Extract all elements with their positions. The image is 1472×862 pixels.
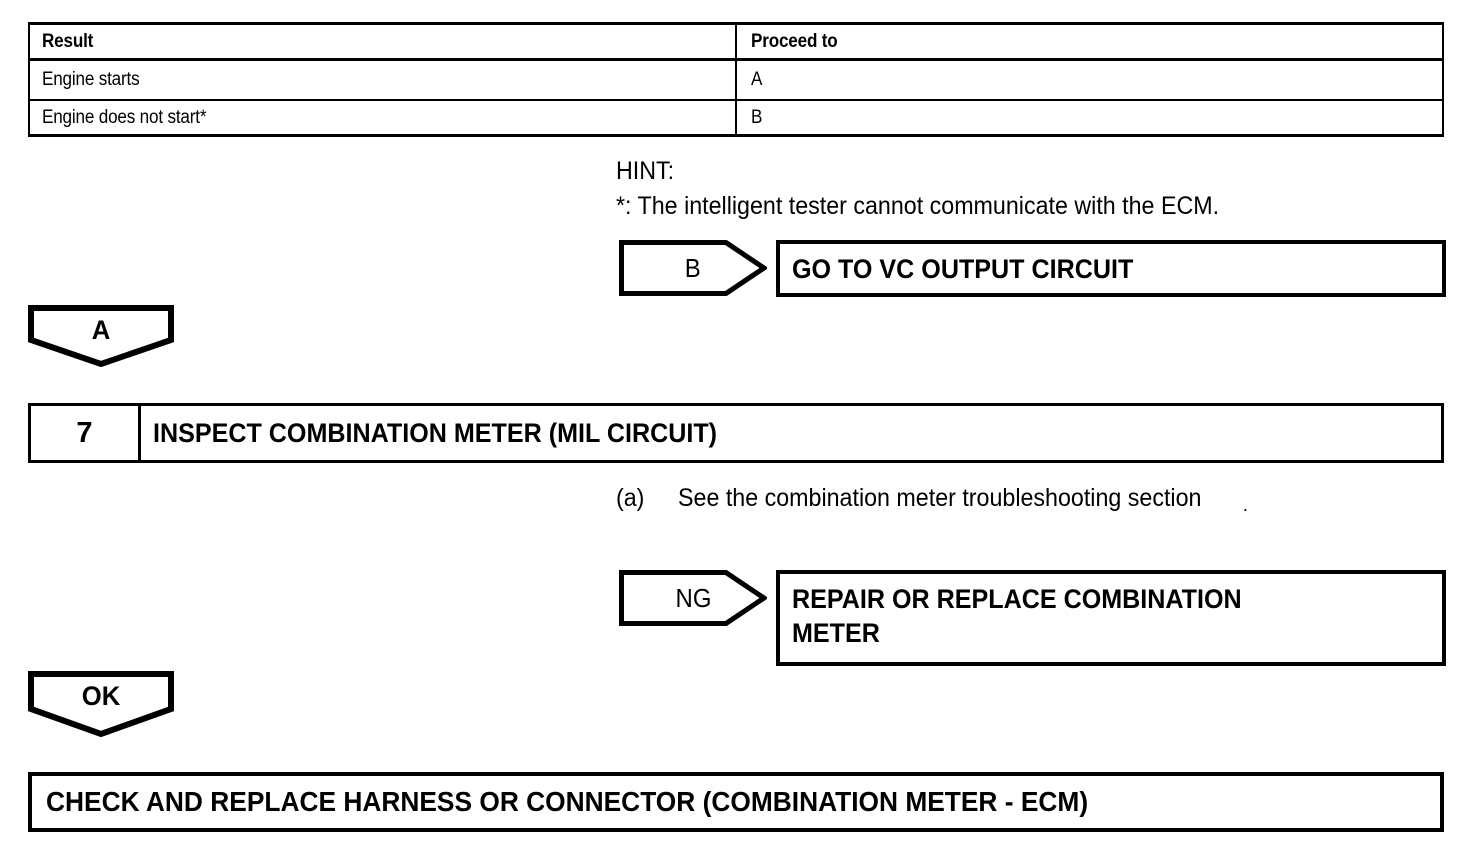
- hint-note: *: The intelligent tester cannot communi…: [616, 189, 1466, 224]
- result-table: Result Proceed to Engine starts A Engine…: [28, 22, 1444, 137]
- final-action-label: CHECK AND REPLACE HARNESS OR CONNECTOR (…: [46, 786, 1089, 817]
- table-cell-result-label: Engine does not start*: [42, 107, 207, 128]
- step-title-label: INSPECT COMBINATION METER (MIL CIRCUIT): [153, 417, 718, 448]
- table-row: Engine does not start* B: [30, 100, 1442, 136]
- hint-label: HINT:: [616, 154, 1466, 189]
- table-header-proceed-to-label: Proceed to: [750, 30, 838, 52]
- hint-note-text: *: The intelligent tester cannot communi…: [616, 192, 1220, 220]
- action-box-go-to-vc-output-circuit-label: GO TO VC OUTPUT CIRCUIT: [792, 254, 1134, 284]
- procedure-period: .: [1242, 495, 1248, 515]
- pentagon-down-icon: [28, 671, 174, 737]
- branch-connector-ok-label: OK: [81, 681, 121, 711]
- branch-tag-b: B: [619, 240, 767, 296]
- table-cell-result: Engine starts: [30, 61, 735, 99]
- branch-connector-a: A: [28, 305, 174, 367]
- table-cell-proceed-to: B: [734, 100, 1442, 136]
- procedure-line: (a) See the combination meter troubleshoo…: [616, 484, 1456, 515]
- branch-tag-ng-label: NG: [675, 582, 711, 613]
- table-cell-result: Engine does not start*: [30, 100, 735, 136]
- table-cell-result-label: Engine starts: [42, 69, 140, 90]
- action-box-repair-or-replace-combination-meter-label: REPAIR OR REPLACE COMBINATION METER: [792, 584, 1242, 648]
- table-header-row: Result Proceed to: [30, 25, 1442, 58]
- table-header-result: Result: [30, 25, 735, 58]
- branch-tag-b-label: B: [685, 252, 701, 283]
- branch-tag-ng: NG: [619, 570, 767, 626]
- arrow-right-icon: [619, 240, 767, 296]
- step-box-7: 7 INSPECT COMBINATION METER (MIL CIRCUIT…: [28, 403, 1444, 463]
- procedure-text: See the combination meter troubleshootin…: [678, 484, 1202, 512]
- branch-connector-ok: OK: [28, 671, 174, 737]
- procedure-marker: (a): [616, 484, 645, 512]
- hint-block: HINT: *: The intelligent tester cannot c…: [616, 154, 1466, 224]
- table-cell-proceed-to-label: B: [750, 107, 763, 128]
- table-cell-proceed-to-label: A: [750, 69, 763, 90]
- table-header-proceed-to: Proceed to: [734, 25, 1442, 58]
- table-cell-proceed-to: A: [734, 61, 1442, 99]
- table-row: Engine starts A: [30, 61, 1442, 99]
- step-number: 7: [31, 406, 141, 460]
- pentagon-down-icon: [28, 305, 174, 367]
- step-number-label: 7: [76, 416, 93, 449]
- table-header-result-label: Result: [42, 30, 94, 52]
- arrow-right-icon: [619, 570, 767, 626]
- final-action-box: CHECK AND REPLACE HARNESS OR CONNECTOR (…: [28, 772, 1444, 832]
- action-box-go-to-vc-output-circuit: GO TO VC OUTPUT CIRCUIT: [776, 240, 1446, 297]
- hint-label-text: HINT:: [616, 157, 675, 185]
- branch-connector-a-label: A: [91, 315, 111, 345]
- action-box-repair-or-replace-combination-meter: REPAIR OR REPLACE COMBINATION METER: [776, 570, 1446, 666]
- step-title: INSPECT COMBINATION METER (MIL CIRCUIT): [141, 406, 1441, 460]
